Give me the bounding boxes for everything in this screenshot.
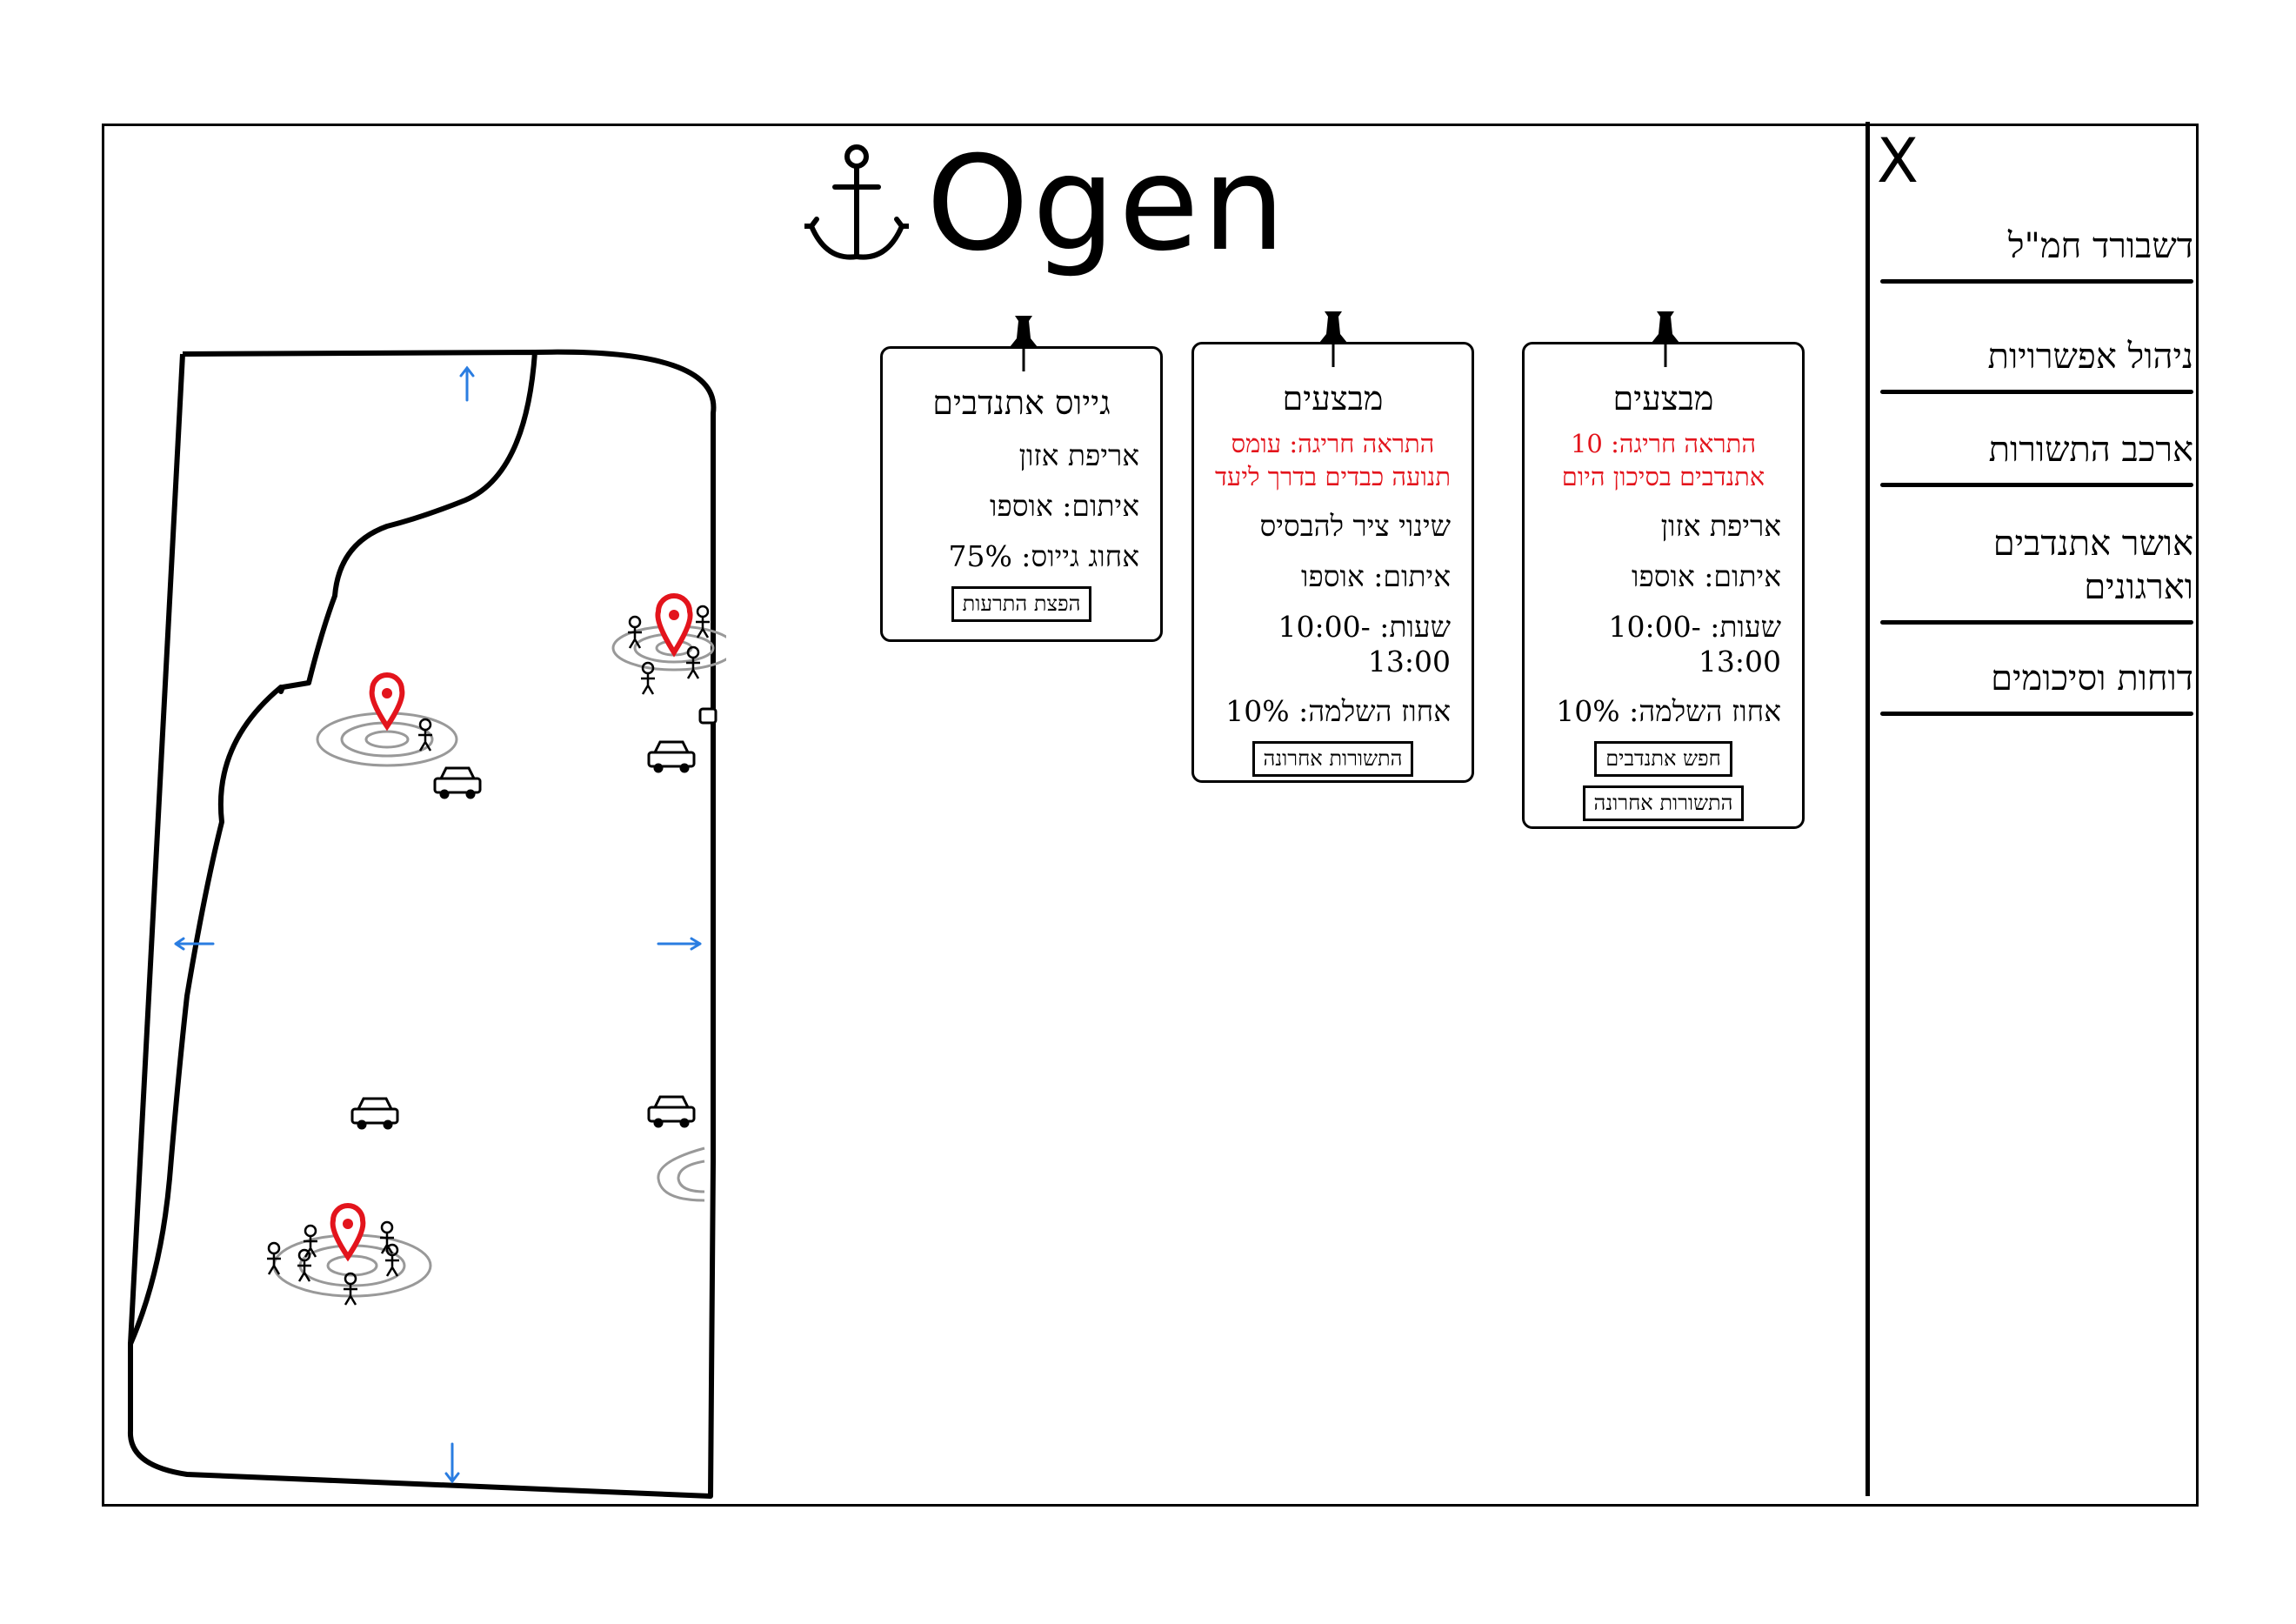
card-row: איתום: אוספו (990, 489, 1139, 523)
anchor-icon (804, 144, 909, 260)
person-icon (641, 661, 655, 695)
sidebar-item-label: דשבורד חמ"ל (2007, 226, 2193, 266)
app-title: Ogen (926, 129, 1289, 280)
sidebar-item-label: ניהול אפשרויות (1987, 337, 2193, 377)
car-icon (698, 707, 718, 725)
car-icon (433, 766, 482, 799)
sidebar-item-approvals[interactable]: אושר אתנדבים וארגונים (1880, 522, 2193, 625)
pushpin-icon (1652, 311, 1679, 367)
card-title: מבצעים (1282, 379, 1384, 418)
exception-alert: התראה חריגה: עומס תנועה כבדים בדרך ליעד (1214, 429, 1452, 491)
map[interactable] (126, 335, 726, 1500)
person-icon (267, 1241, 281, 1275)
location-marker-icon[interactable] (272, 1203, 432, 1298)
sidebar-divider (1866, 122, 1870, 1496)
pushpin-icon (1010, 316, 1038, 371)
card-row: איתום: אוספו (1632, 559, 1781, 593)
close-button[interactable]: X (1877, 125, 1919, 197)
card-row: אריפת אזון (1018, 438, 1139, 472)
person-icon (628, 615, 642, 649)
person-icon (686, 645, 700, 679)
sidebar-item-archive[interactable]: ארכב התשורות (1880, 428, 2193, 487)
location-marker-icon[interactable] (611, 593, 726, 672)
card-row: אחוג גייוס: 75% (948, 539, 1139, 573)
person-icon (418, 718, 432, 752)
pushpin-icon (1319, 311, 1347, 367)
card-row: שעות: 10:00-13:00 (1608, 610, 1781, 678)
person-icon (696, 605, 710, 638)
app-logo: Ogen (804, 139, 1289, 270)
person-icon (344, 1272, 357, 1306)
card-title: מבצעים (1612, 379, 1714, 418)
volunteer-recruitment-card: גייוס אתנדבים אריפת אזון איתום: אוספו אח… (880, 316, 1163, 642)
operations-card: מבצעים התראה חריגה: 10 אתנדבים בסיכון הי… (1522, 311, 1805, 829)
card-title: גייוס אתנדבים (932, 384, 1111, 422)
person-icon (385, 1243, 399, 1277)
find-volunteers-button[interactable]: חפש אתנדבים (1594, 741, 1732, 777)
card-row: אחוז השלמה: 10% (1225, 694, 1451, 728)
person-icon (380, 1220, 394, 1254)
pan-arrow-icon[interactable] (444, 1442, 460, 1484)
sidebar-item-label: אושר אתנדבים וארגונים (1992, 524, 2193, 607)
app-window (102, 124, 2199, 1507)
latest-updates-button[interactable]: התשורות אחרונה (1251, 741, 1414, 777)
card-row: אריפת אזון (1660, 509, 1781, 543)
card-row: איתום: אוספו (1301, 559, 1451, 593)
pan-arrow-icon[interactable] (657, 937, 702, 951)
sidebar-item-options[interactable]: ניהול אפשרויות (1880, 335, 2193, 394)
exception-alert: התראה חריגה: 10 אתנדבים בסיכון היום (1561, 429, 1765, 491)
sidebar-item-label: ארכב התשורות (1988, 430, 2193, 470)
sidebar-item-reports[interactable]: דוחות וסיכומים (1880, 657, 2193, 716)
pan-arrow-icon[interactable] (174, 937, 215, 951)
location-marker-icon[interactable] (316, 672, 458, 767)
car-icon (350, 1097, 399, 1130)
card-row: אחוז השלמה: 10% (1556, 694, 1781, 728)
sidebar-item-label: דוחות וסיכומים (1991, 658, 2193, 698)
person-icon (297, 1248, 311, 1282)
pan-arrow-icon[interactable] (459, 365, 475, 402)
sidebar-item-dashboard[interactable]: דשבורד חמ"ל (1880, 224, 2193, 284)
car-icon (647, 740, 696, 773)
latest-updates-button[interactable]: התשורות אחרונה (1582, 785, 1745, 821)
person-icon (304, 1224, 317, 1258)
operations-card: מבצעים התראה חריגה: עומס תנועה כבדים בדר… (1191, 311, 1474, 783)
car-icon (647, 1095, 696, 1128)
send-alerts-button[interactable]: הפצת התרעות (951, 586, 1092, 622)
card-row: שעות: 10:00-13:00 (1278, 610, 1451, 678)
card-row: שינוי ציר להבסיס (1259, 509, 1452, 543)
